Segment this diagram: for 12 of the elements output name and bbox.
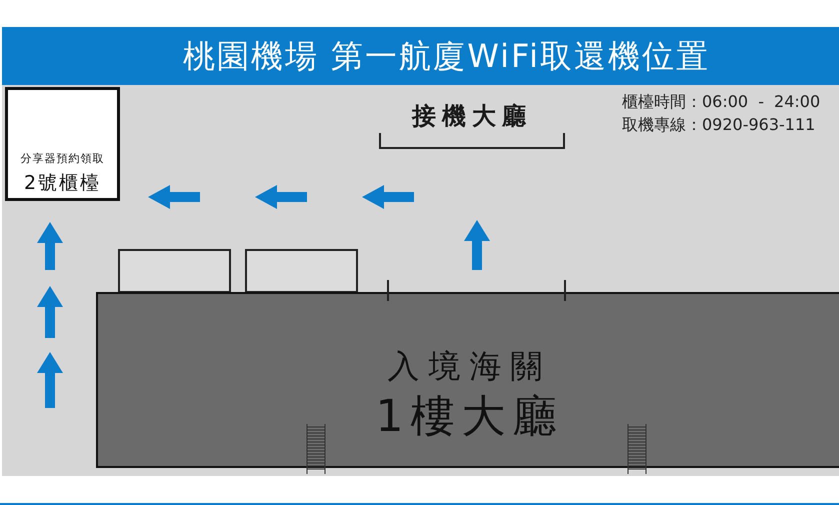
- title: 桃園機場 第一航廈WiFi取還機位置: [183, 36, 710, 76]
- service-phone: 取機專線：0920-963-111: [622, 114, 816, 136]
- area-label: 接機大廳: [410, 101, 533, 132]
- counter-note: 分享器預約領取: [20, 152, 104, 166]
- shop-sign: [118, 249, 231, 293]
- counter-sign: [5, 87, 120, 201]
- customs-hall-block: [96, 292, 839, 468]
- hall-name: 入境海關: [388, 346, 552, 386]
- hall-floor: 1樓大廳: [376, 391, 564, 443]
- shop-sign: [245, 249, 358, 293]
- counter-number: 2號櫃檯: [24, 171, 102, 195]
- opening-hours: 櫃檯時間：06:00 - 24:00: [622, 91, 820, 113]
